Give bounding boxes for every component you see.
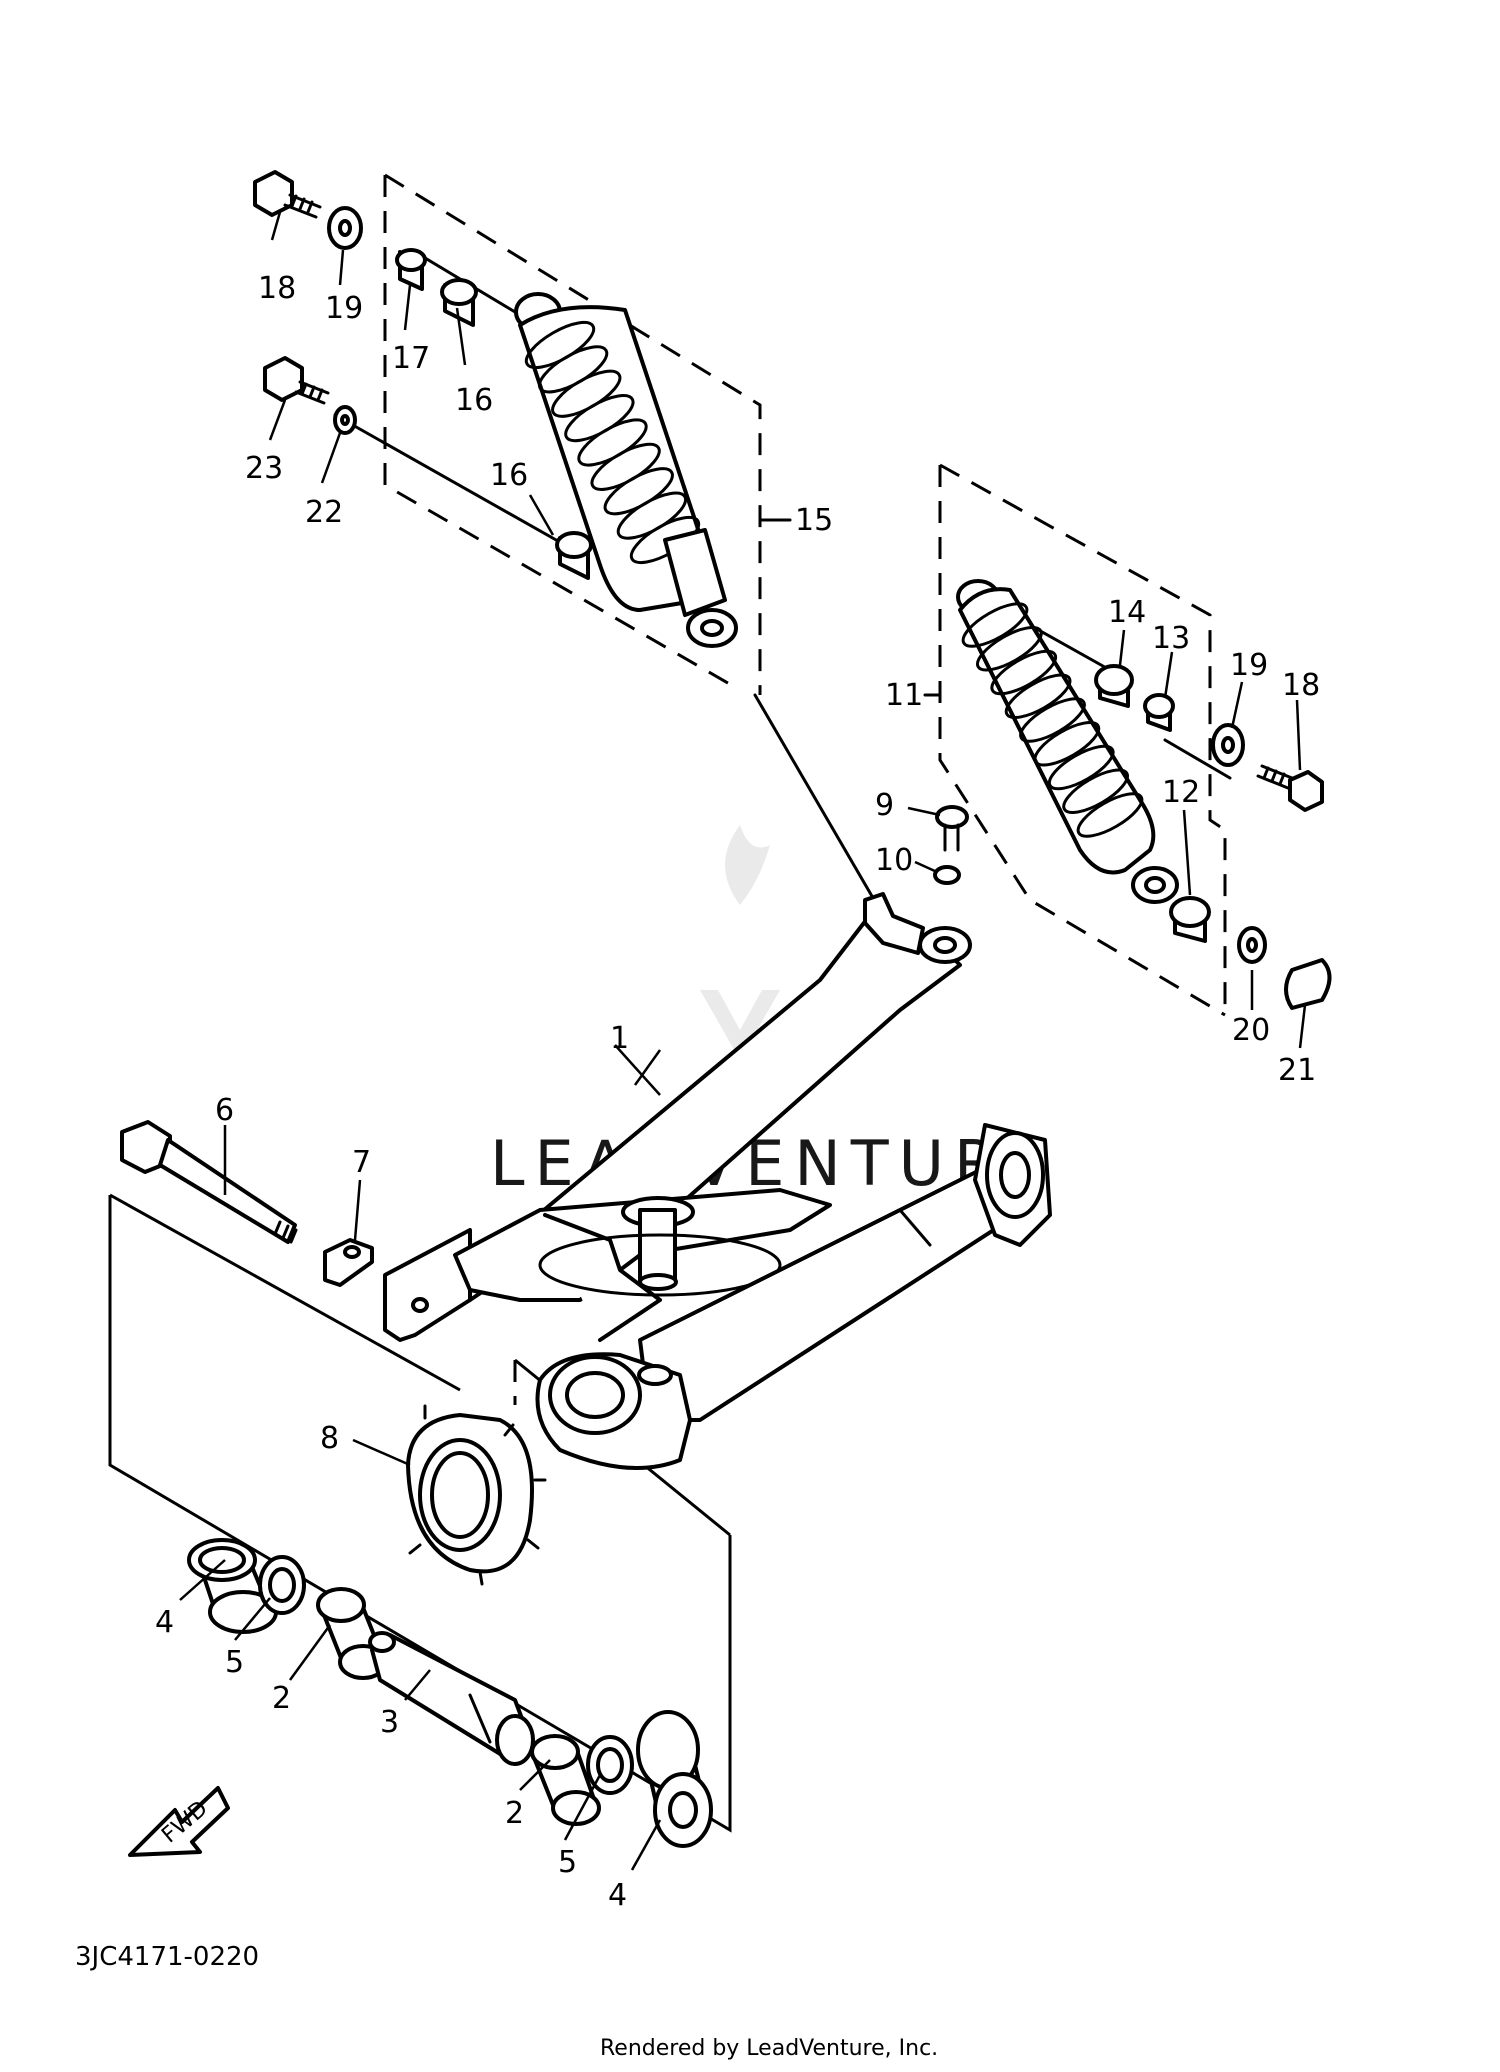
callout-5-right: 5 (558, 1845, 577, 1880)
callout-labels: 1 2 2 3 4 4 5 5 6 7 8 9 10 11 12 13 14 1… (155, 271, 1320, 1913)
callout-2-left: 2 (272, 1681, 291, 1716)
footer-credit: Rendered by LeadVenture, Inc. (600, 2036, 938, 2061)
callout-7: 7 (352, 1145, 371, 1180)
cap-nut-21 (1284, 958, 1332, 1010)
pivot-bolt-6 (120, 1120, 298, 1244)
callout-16-upper: 16 (490, 458, 528, 493)
bolt-23-axis-line (333, 413, 567, 547)
spring-coil (1004, 673, 1072, 719)
callout-22: 22 (305, 495, 343, 530)
bolt-18-upper (253, 170, 322, 219)
spring-coil (1047, 744, 1115, 791)
callout-11: 11 (885, 678, 923, 713)
leader-lines (179, 211, 1307, 1871)
callout-20: 20 (1232, 1013, 1270, 1048)
part-code: 3JC4171-0220 (75, 1942, 259, 1972)
washer-20 (1237, 926, 1267, 964)
collar-13 (1143, 693, 1175, 732)
callout-13: 13 (1152, 621, 1190, 656)
callout-18-right: 18 (1282, 668, 1320, 703)
callout-5-left: 5 (225, 1645, 244, 1680)
callout-10: 10 (875, 843, 913, 878)
callout-23: 23 (245, 451, 283, 486)
callout-16-lower: 16 (455, 383, 493, 418)
callout-4-right: 4 (608, 1878, 627, 1913)
callout-19-right: 19 (1230, 648, 1268, 683)
callout-3: 3 (380, 1705, 399, 1740)
washer-19-right (1211, 723, 1245, 767)
bushing-16-lower (555, 531, 593, 580)
spring-coil (1033, 721, 1101, 767)
callout-4-left: 4 (155, 1605, 174, 1640)
bushing-14 (1094, 664, 1134, 708)
spring-coil (961, 602, 1029, 648)
callout-8: 8 (320, 1421, 339, 1456)
bolt-18b-axis-line (1163, 738, 1232, 780)
washer-22 (333, 405, 357, 435)
forward-arrow: FWD (128, 1786, 230, 1857)
callout-9: 9 (875, 788, 894, 823)
spring-coil (1076, 792, 1144, 838)
spring-coil (976, 626, 1043, 672)
seal-4-left (187, 1538, 278, 1634)
bolt-18-right (1256, 764, 1324, 812)
callout-18-left: 18 (258, 271, 296, 306)
swing-arm-1 (383, 892, 1052, 1470)
seal-4-right (636, 1710, 713, 1848)
collar-tube-3 (368, 1631, 535, 1766)
bearing-2-right (530, 1734, 601, 1826)
housing-ring-8 (406, 1404, 547, 1586)
callout-2-right: 2 (505, 1796, 524, 1831)
callout-14: 14 (1108, 595, 1146, 630)
callout-6: 6 (215, 1093, 234, 1128)
spring-coil (1019, 697, 1086, 743)
shock-15-mount-line (753, 693, 882, 912)
callout-19-left: 19 (325, 291, 363, 326)
shock-absorber-15 (514, 292, 738, 648)
washer-19-upper (327, 206, 363, 250)
bushing-12 (1169, 896, 1211, 943)
shock-absorber-11 (956, 579, 1179, 904)
washer-5-left (258, 1555, 306, 1615)
bushing-16-upper (440, 278, 478, 327)
clip-7 (323, 1238, 374, 1287)
bolt-23 (263, 356, 330, 405)
callout-12: 12 (1162, 775, 1200, 810)
callout-15: 15 (795, 503, 833, 538)
kit-frame-15 (383, 173, 762, 695)
spring-coil (990, 649, 1058, 696)
kit-frame-11 (938, 463, 1227, 1017)
callout-17: 17 (392, 341, 430, 376)
spring-coil (1062, 768, 1129, 814)
washer-10 (933, 865, 961, 885)
callout-1: 1 (610, 1021, 629, 1056)
callout-21: 21 (1278, 1053, 1316, 1088)
bolt-9 (935, 805, 969, 852)
watermark: LEADVENTURE (490, 825, 1046, 1200)
collar-17 (395, 248, 427, 291)
